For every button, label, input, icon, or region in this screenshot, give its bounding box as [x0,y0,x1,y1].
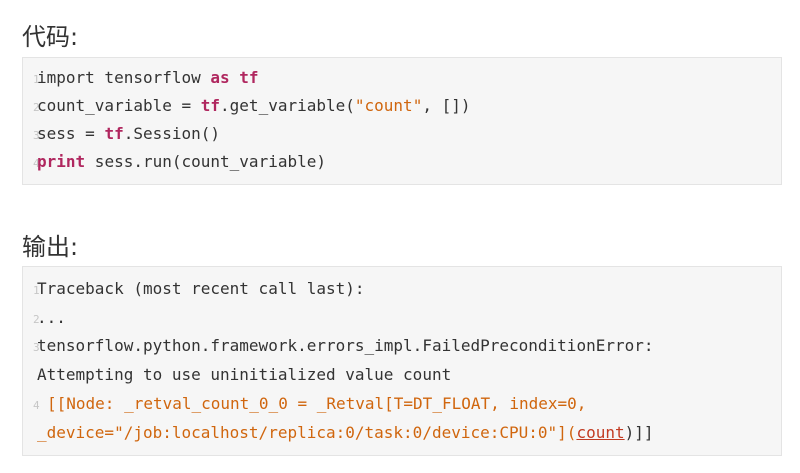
code-line-4: print sess.run(count_variable) [37,152,326,171]
output-line-1: Traceback (most recent call last): [37,279,365,298]
line-number: 3 [33,129,40,142]
code-line-1: import tensorflow as tf [37,68,259,87]
output-line-4-cont: _device="/job:localhost/replica:0/task:0… [37,423,654,442]
line-number: 2 [33,313,40,326]
code-line-3: sess = tf.Session() [37,124,221,143]
output-block: 1 2 3 4 Traceback (most recent call last… [22,266,782,456]
count-link[interactable]: count [576,423,625,442]
line-number: 1 [33,284,40,297]
output-line-3: tensorflow.python.framework.errors_impl.… [37,336,654,355]
line-number: 1 [33,73,40,86]
line-number: 2 [33,101,40,114]
code-line-2: count_variable = tf.get_variable("count"… [37,96,471,115]
output-line-3-cont: Attempting to use uninitialized value co… [37,365,452,384]
code-heading: 代码: [22,23,79,51]
line-number: 3 [33,341,40,354]
output-heading: 输出: [22,233,79,261]
output-line-2: ... [37,308,66,327]
code-block: 1 2 3 4 import tensorflow as tf count_va… [22,57,782,185]
line-number: 4 [33,399,40,412]
output-line-4: [[Node: _retval_count_0_0 = _Retval[T=DT… [47,394,587,413]
line-number: 4 [33,157,40,170]
